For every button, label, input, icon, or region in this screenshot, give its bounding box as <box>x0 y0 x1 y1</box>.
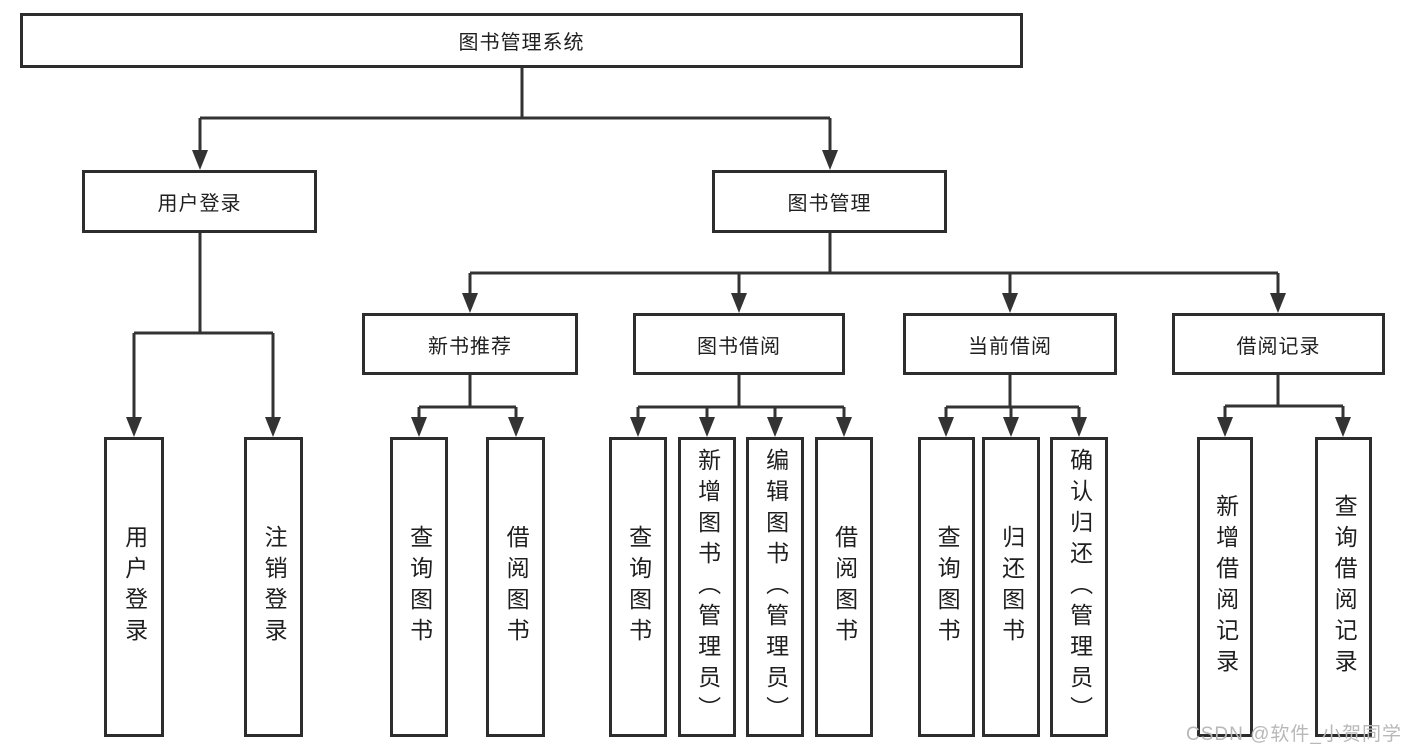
arrowhead-icon <box>1217 417 1233 437</box>
leaf-borrow-books-recommend: 借阅图书 <box>486 437 545 737</box>
leaf-label: 查询图书 <box>406 525 433 649</box>
leaf-query-books-borrow: 查询图书 <box>609 437 667 737</box>
arrowhead-icon <box>508 417 524 437</box>
leaf-label: 查询图书 <box>625 525 652 649</box>
arrowhead-icon <box>1270 293 1286 313</box>
leaf-label: 查询图书 <box>934 525 961 649</box>
leaf-user-login: 用户登录 <box>104 437 164 737</box>
leaf-borrow-books: 借阅图书 <box>815 437 873 737</box>
arrowhead-icon <box>938 417 954 437</box>
leaf-label: 编辑图书（管理员） <box>762 447 789 727</box>
node-book-management: 图书管理 <box>712 170 947 233</box>
leaf-return-books: 归还图书 <box>982 437 1040 737</box>
leaf-label: 注销登录 <box>261 525 288 649</box>
arrowhead-icon <box>126 417 142 437</box>
arrowhead-icon <box>822 150 838 170</box>
leaf-query-borrow-record: 查询借阅记录 <box>1315 437 1372 737</box>
leaf-add-borrow-record: 新增借阅记录 <box>1197 437 1253 737</box>
arrowhead-icon <box>767 417 783 437</box>
arrowhead-icon <box>192 150 208 170</box>
arrowhead-icon <box>1071 417 1087 437</box>
leaf-label: 借阅图书 <box>831 525 858 649</box>
leaf-edit-books-admin: 编辑图书（管理员） <box>746 437 804 737</box>
leaf-query-books-current: 查询图书 <box>918 437 975 737</box>
arrowhead-icon <box>1335 417 1351 437</box>
watermark: CSDN @软件_小贺同学 <box>1186 724 1402 745</box>
arrowhead-icon <box>836 417 852 437</box>
node-user-login: 用户登录 <box>82 170 317 233</box>
leaf-label: 确认归还（管理员） <box>1066 447 1093 727</box>
leaf-logout-login: 注销登录 <box>244 437 303 737</box>
leaf-query-books-recommend: 查询图书 <box>390 437 448 737</box>
leaf-label: 新增图书（管理员） <box>694 447 721 727</box>
arrowhead-icon <box>731 293 747 313</box>
node-current-borrow: 当前借阅 <box>903 313 1117 375</box>
leaf-confirm-return-admin: 确认归还（管理员） <box>1050 437 1108 737</box>
node-book-borrow: 图书借阅 <box>633 313 845 375</box>
leaf-label: 借阅图书 <box>503 525 530 649</box>
arrowhead-icon <box>1002 293 1018 313</box>
node-new-book-recommend: 新书推荐 <box>362 313 578 375</box>
arrowhead-icon <box>462 293 478 313</box>
leaf-label: 查询借阅记录 <box>1331 494 1358 680</box>
arrowhead-icon <box>265 417 281 437</box>
leaf-label: 用户登录 <box>121 525 148 649</box>
node-borrow-records: 借阅记录 <box>1172 313 1385 375</box>
arrowhead-icon <box>411 417 427 437</box>
leaf-label: 归还图书 <box>998 525 1025 649</box>
leaf-add-books-admin: 新增图书（管理员） <box>678 437 736 737</box>
leaf-label: 新增借阅记录 <box>1212 494 1239 680</box>
node-library-system: 图书管理系统 <box>20 13 1023 68</box>
arrowhead-icon <box>699 417 715 437</box>
arrowhead-icon <box>1003 417 1019 437</box>
arrowhead-icon <box>630 417 646 437</box>
